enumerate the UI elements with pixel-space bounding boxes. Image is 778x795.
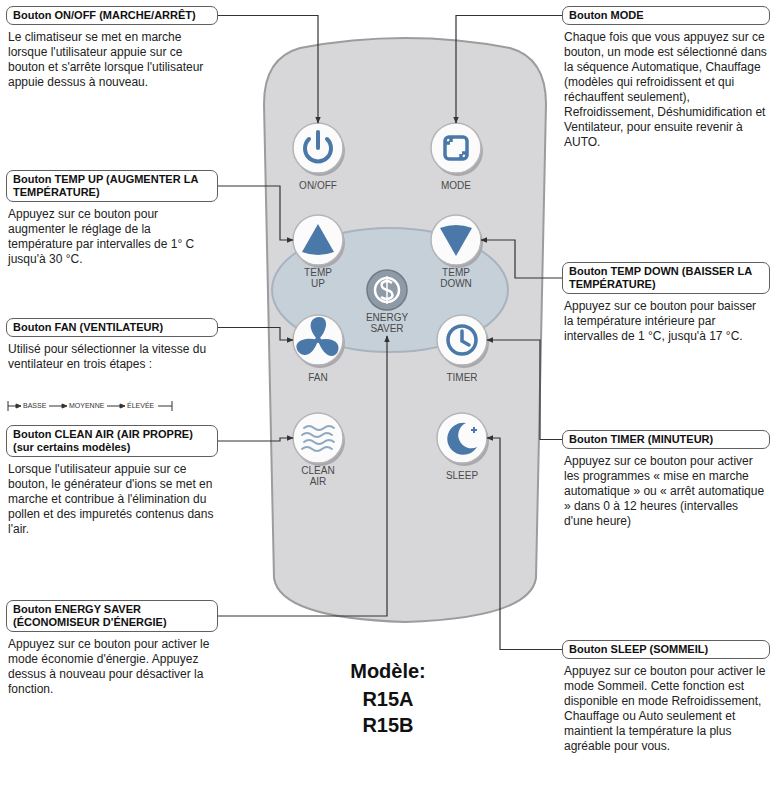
callout-box: Bouton TEMP UP (AUGMENTER LA TEMPÉRATURE… (6, 170, 218, 267)
fan-speed-label: MOYENNE (69, 402, 104, 410)
callout-box: Bouton ON/OFF (MARCHE/ARRÊT) Le climatise… (6, 6, 218, 90)
mode-icon (445, 137, 467, 159)
leader-line (218, 438, 293, 441)
button-face-space (293, 215, 343, 267)
leader-line (487, 340, 562, 440)
button-label: CLEAN AIR (298, 465, 338, 487)
button-label: FAN (308, 372, 327, 383)
callout-heading: Bouton TEMP UP (AUGMENTER LA TEMPÉRATURE… (6, 170, 218, 202)
leader-line (456, 16, 562, 124)
leader-line (481, 240, 562, 278)
callout-body: Utilisé pour sélectionner la vitesse du … (6, 342, 218, 372)
callout-box: Bouton TEMP DOWN (BAISSER LA TEMPÉRATURE… (562, 262, 770, 344)
remote-button: ON/OFF (293, 123, 343, 193)
callout-box: Bouton TIMER (MINUTEUR) Appuyez sur ce bo… (562, 430, 770, 529)
button-bases (293, 123, 489, 466)
model-label: R15A (362, 688, 413, 711)
remote-button: TEMP UP (293, 215, 343, 291)
model-label: R15B (362, 714, 413, 737)
timer-icon (448, 326, 476, 354)
button-label: TEMP DOWN (436, 267, 476, 289)
callout-heading: Bouton ON/OFF (MARCHE/ARRÊT) (6, 6, 218, 25)
button-face-space (437, 315, 487, 367)
remote-button: TIMER (437, 315, 487, 385)
button-label: TEMP UP (301, 267, 335, 289)
callout-heading: Bouton CLEAN AIR (AIR PROPRE) (sur certa… (6, 425, 218, 457)
buttons (293, 123, 489, 466)
callout-heading: Bouton SLEEP (SOMMEIL) (562, 640, 770, 659)
button-face-space (437, 413, 487, 465)
energy-saver-button (367, 270, 407, 310)
callout-box: Bouton MODE Chaque fois que vous appuyez … (562, 6, 770, 150)
leader-line (487, 438, 562, 650)
remote-button: CLEAN AIR (293, 413, 343, 489)
button-label: SLEEP (446, 470, 478, 481)
callout-body: Appuyez sur ce bouton pour activer le mo… (6, 637, 218, 697)
temp-down-icon (440, 225, 472, 256)
callout-heading: Bouton TEMP DOWN (BAISSER LA TEMPÉRATURE… (562, 262, 770, 294)
power-icon (305, 132, 331, 161)
callout-box: Bouton ENERGY SAVER (ÉCONOMISEUR D'ÉNERG… (6, 600, 218, 697)
button-label: MODE (441, 180, 471, 191)
button-face-space (431, 123, 481, 175)
callout-body: Appuyez sur ce bouton pour activer le mo… (562, 664, 770, 754)
remote-button: MODE (431, 123, 481, 193)
leader-line (218, 16, 318, 124)
callout-body: Lorsque l'utilisateur appuie sur ce bout… (6, 462, 218, 537)
remote-button: SLEEP (437, 413, 487, 483)
remote-button: FAN (293, 315, 343, 385)
button-face-space (293, 413, 343, 465)
button-face-space (293, 123, 343, 175)
button-face-space (293, 315, 343, 367)
clean-air-icon (302, 426, 334, 451)
fan-speed-label: BASSE (23, 402, 46, 410)
button-face-space (361, 270, 413, 312)
remote-button: TEMP DOWN (431, 215, 481, 291)
button-face-space (431, 215, 481, 267)
temp-up-icon (302, 224, 334, 255)
sleep-icon (447, 423, 477, 455)
fan-icon (294, 317, 342, 358)
callout-box: Bouton SLEEP (SOMMEIL) Appuyez sur ce bou… (562, 640, 770, 754)
callout-body: Appuyez sur ce bouton pour baisser la te… (562, 299, 770, 344)
callout-heading: Bouton ENERGY SAVER (ÉCONOMISEUR D'ÉNERG… (6, 600, 218, 632)
callout-box: Bouton FAN (VENTILATEUR) Utilisé pour sél… (6, 318, 218, 372)
callout-heading: Bouton MODE (562, 6, 770, 25)
leader-line (218, 328, 293, 341)
leader-line (218, 186, 293, 240)
callout-heading: Bouton FAN (VENTILATEUR) (6, 318, 218, 337)
callout-body: Chaque fois que vous appuyez sur ce bout… (562, 30, 770, 150)
fan-speed-arrows (8, 401, 172, 411)
callout-body: Appuyez sur ce bouton pour augmenter le … (6, 207, 218, 267)
remote-shell (264, 38, 546, 622)
leader-line (218, 336, 387, 616)
model-label: Modèle: (350, 660, 426, 683)
callout-box: Bouton CLEAN AIR (AIR PROPRE) (sur certa… (6, 425, 218, 537)
button-label: ENERGY SAVER (362, 312, 412, 334)
button-label: TIMER (446, 372, 477, 383)
fan-speed-label: ÉLEVÉE (127, 402, 154, 410)
callout-heading: Bouton TIMER (MINUTEUR) (562, 430, 770, 449)
callout-body: Appuyez sur ce bouton pour activer les p… (562, 454, 770, 529)
remote-body (264, 38, 546, 622)
remote-button: ENERGY SAVER (361, 270, 413, 336)
callout-body: Le climatiseur se met en marche lorsque … (6, 30, 218, 90)
button-label: ON/OFF (299, 180, 337, 191)
